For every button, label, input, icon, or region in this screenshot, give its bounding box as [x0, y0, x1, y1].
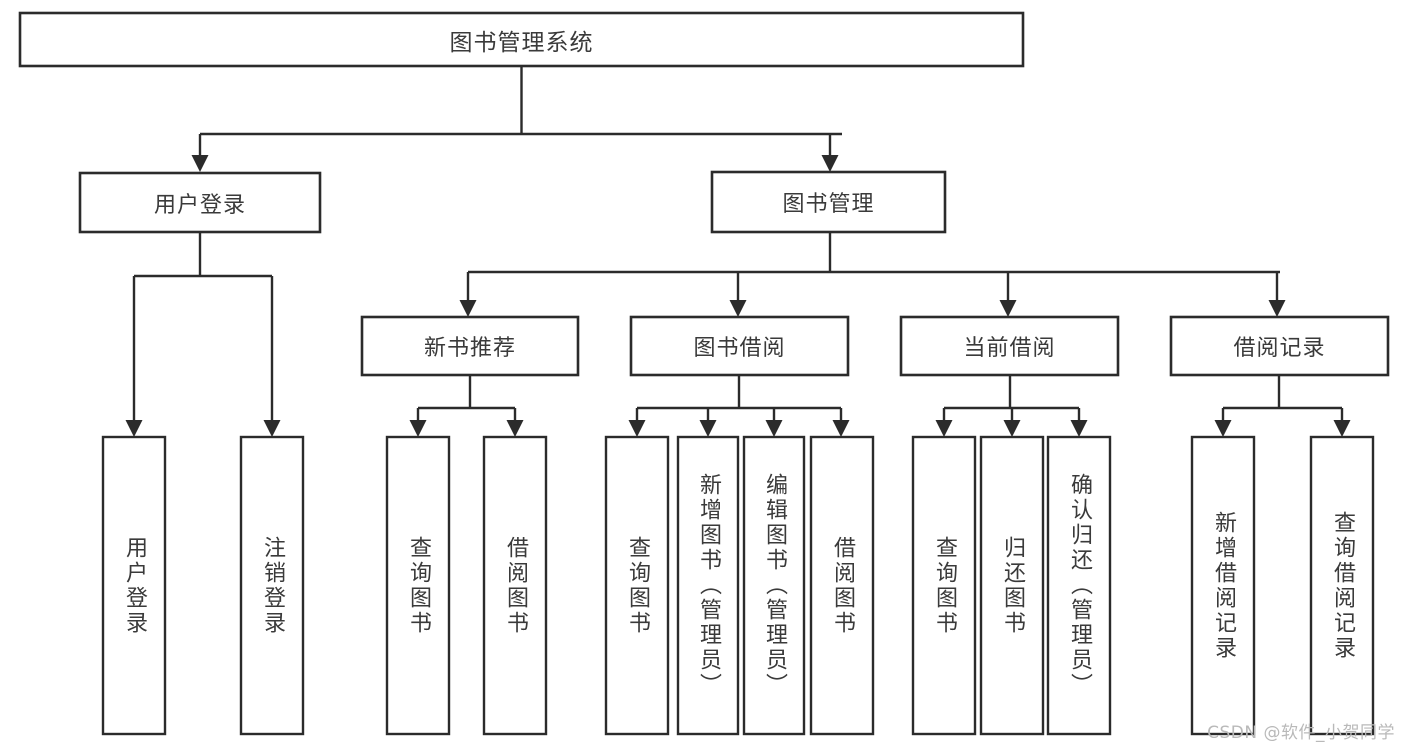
arrow-head-icon	[1003, 420, 1021, 437]
arrow-head-icon	[699, 420, 717, 437]
arrow-head-icon	[506, 420, 524, 437]
arrow-head-icon	[935, 420, 953, 437]
arrow-head-icon	[1268, 300, 1286, 317]
arrow-head-icon	[1070, 420, 1088, 437]
leaf-node-box-leaf-add-book[interactable]	[676, 435, 740, 736]
root-node-box[interactable]	[18, 11, 1025, 68]
arrow-head-icon	[765, 420, 783, 437]
leaf-node-box-leaf-borrow-book[interactable]	[809, 435, 875, 736]
node-boxes-layer	[18, 11, 1390, 736]
level3-node-box-current-borrow[interactable]	[899, 315, 1120, 377]
level3-node-box-new-book-recommend[interactable]	[360, 315, 580, 377]
leaf-node-box-leaf-user-logout[interactable]	[239, 435, 305, 736]
arrow-head-icon	[729, 300, 747, 317]
arrow-head-icon	[832, 420, 850, 437]
leaf-node-box-leaf-return-book[interactable]	[979, 435, 1045, 736]
arrow-head-icon	[191, 155, 209, 172]
leaf-node-box-leaf-query-book-current[interactable]	[911, 435, 977, 736]
leaf-node-box-leaf-confirm-return[interactable]	[1046, 435, 1112, 736]
level3-node-box-borrow-record[interactable]	[1169, 315, 1390, 377]
arrow-heads-layer	[125, 155, 1351, 437]
arrow-head-icon	[1214, 420, 1232, 437]
leaf-node-box-leaf-borrow-book-recommend[interactable]	[482, 435, 548, 736]
leaf-node-box-leaf-query-book-recommend[interactable]	[385, 435, 451, 736]
arrow-head-icon	[628, 420, 646, 437]
arrow-head-icon	[263, 420, 281, 437]
level3-node-box-book-borrow[interactable]	[629, 315, 850, 377]
arrow-head-icon	[459, 300, 477, 317]
leaf-node-box-leaf-add-borrow-record[interactable]	[1190, 435, 1256, 736]
arrow-head-icon	[999, 300, 1017, 317]
leaf-node-box-leaf-query-book-borrow[interactable]	[604, 435, 670, 736]
arrow-head-icon	[821, 155, 839, 172]
leaf-node-box-leaf-query-borrow-record[interactable]	[1309, 435, 1375, 736]
arrow-head-icon	[125, 420, 143, 437]
arrow-head-icon	[1333, 420, 1351, 437]
level2-node-box-user-login[interactable]	[78, 171, 322, 234]
leaf-node-box-leaf-user-login[interactable]	[101, 435, 167, 736]
leaf-node-box-leaf-edit-book[interactable]	[742, 435, 806, 736]
arrow-head-icon	[409, 420, 427, 437]
level2-node-box-book-manage[interactable]	[710, 170, 947, 234]
